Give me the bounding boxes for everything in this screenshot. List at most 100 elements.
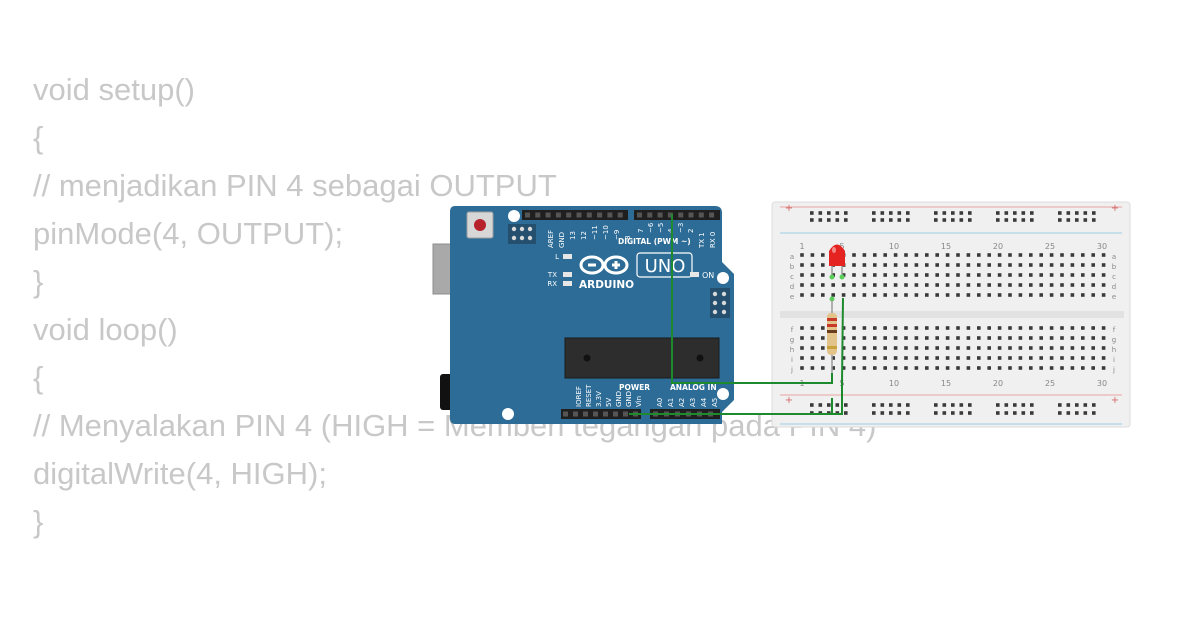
breadboard-hole [841, 273, 846, 277]
breadboard-hole [810, 263, 815, 267]
uno-logo: UNO [645, 256, 686, 277]
rail-hole [951, 218, 955, 222]
rail-hole [951, 411, 955, 415]
pin-label: ~6 [647, 222, 655, 233]
rail-hole [880, 403, 885, 407]
breadboard-hole [810, 293, 815, 297]
breadboard-hole [841, 293, 846, 297]
breadboard-hole [1018, 253, 1023, 257]
breadboard-hole [800, 326, 804, 330]
breadboard-hole [1008, 263, 1012, 267]
breadboard-hole [852, 326, 856, 330]
breadboard-hole [893, 346, 898, 350]
chip-dot [696, 354, 704, 362]
breadboard-hole [1049, 293, 1054, 297]
header-socket [667, 212, 673, 218]
wire-rail[interactable] [720, 398, 833, 415]
breadboard-hole [883, 326, 887, 330]
breadboard-hole [925, 273, 929, 277]
breadboard-hole [945, 293, 950, 297]
breadboard-hole [873, 326, 877, 330]
arduino-uno-board[interactable]: AREF GND 13 12 ~11 ~10 ~9 8 7 ~6 ~5 4 ~3… [432, 206, 734, 424]
breadboard-hole [1039, 356, 1043, 360]
header-socket [597, 212, 603, 218]
reset-button-cap[interactable] [474, 219, 486, 231]
resistor-component[interactable] [827, 296, 837, 374]
breadboard-hole [873, 293, 877, 297]
chip-notch [583, 354, 591, 362]
breadboard-hole [841, 346, 846, 350]
rail-plus-label: + [785, 395, 793, 406]
breadboard-hole [810, 253, 815, 257]
rail-hole [1083, 411, 1088, 415]
breadboard-hole [977, 346, 981, 350]
breadboard-hole [904, 283, 908, 287]
header-socket [545, 212, 551, 218]
wire-pin4-to-resistor[interactable] [671, 214, 833, 384]
pin-label: 3.3V [595, 391, 603, 407]
icsp-pin [712, 291, 718, 297]
column-number: 30 [1097, 242, 1107, 251]
rail-hole [880, 218, 885, 222]
icsp-pin [527, 235, 533, 241]
breadboard-hole [997, 356, 1002, 360]
breadboard-hole [925, 366, 929, 370]
breadboard-hole [935, 336, 939, 340]
rail-hole [1058, 403, 1062, 407]
rail-hole [996, 411, 1000, 415]
breadboard-hole [935, 253, 939, 257]
rail-hole [827, 211, 831, 215]
breadboard-hole [883, 366, 887, 370]
breadboard-hole [841, 283, 846, 287]
breadboard-hole [1008, 253, 1012, 257]
mounting-hole [717, 272, 729, 284]
wires[interactable] [629, 214, 844, 415]
breadboard-hole [997, 273, 1002, 277]
pin-label: GND [558, 232, 566, 248]
breadboard-hole [956, 346, 960, 350]
breadboard-hole [1101, 273, 1106, 277]
rail-hole [1058, 211, 1062, 215]
header-socket [678, 212, 684, 218]
rail-hole [906, 411, 910, 415]
rail-hole [1021, 211, 1026, 215]
rail-hole [1004, 403, 1009, 407]
row-letter: j [790, 366, 793, 374]
breadboard-hole [1060, 253, 1064, 257]
breadboard-hole [883, 263, 887, 267]
rail-hole [934, 411, 938, 415]
breadboard-hole [945, 283, 950, 287]
breadboard-hole [873, 366, 877, 370]
breadboard-hole [810, 336, 815, 340]
breadboard[interactable]: + + + + 1 5 10 15 20 25 30 1 5 10 15 20 … [771, 201, 1131, 428]
led-component[interactable] [829, 244, 845, 280]
breadboard-hole [1060, 336, 1064, 340]
analog-pin-labels: A0 A1 A2 A3 A4 A5 [656, 397, 719, 407]
rail-hole [1083, 403, 1088, 407]
breadboard-hole [1081, 366, 1085, 370]
breadboard-hole [997, 336, 1002, 340]
breadboard-hole [904, 336, 908, 340]
breadboard-hole [1101, 253, 1106, 257]
atmega-chip [564, 337, 720, 379]
breadboard-holes[interactable] [800, 211, 1106, 415]
breadboard-hole [1060, 346, 1064, 350]
row-letter: g [790, 336, 794, 344]
rail-hole [810, 403, 814, 407]
breadboard-hole [810, 346, 815, 350]
breadboard-hole [821, 273, 825, 277]
rail-hole [968, 211, 972, 215]
breadboard-hole [987, 283, 991, 287]
column-number: 5 [839, 242, 844, 251]
rail-hole [1004, 411, 1009, 415]
breadboard-hole [873, 356, 877, 360]
breadboard-hole [1029, 356, 1033, 360]
breadboard-hole [945, 326, 950, 330]
breadboard-hole [945, 356, 950, 360]
rail-hole [906, 218, 910, 222]
column-number: 10 [889, 379, 899, 388]
header-socket [573, 411, 578, 417]
rail-hole [880, 211, 885, 215]
breadboard-hole [925, 326, 929, 330]
digital-header-sockets[interactable] [525, 212, 715, 218]
